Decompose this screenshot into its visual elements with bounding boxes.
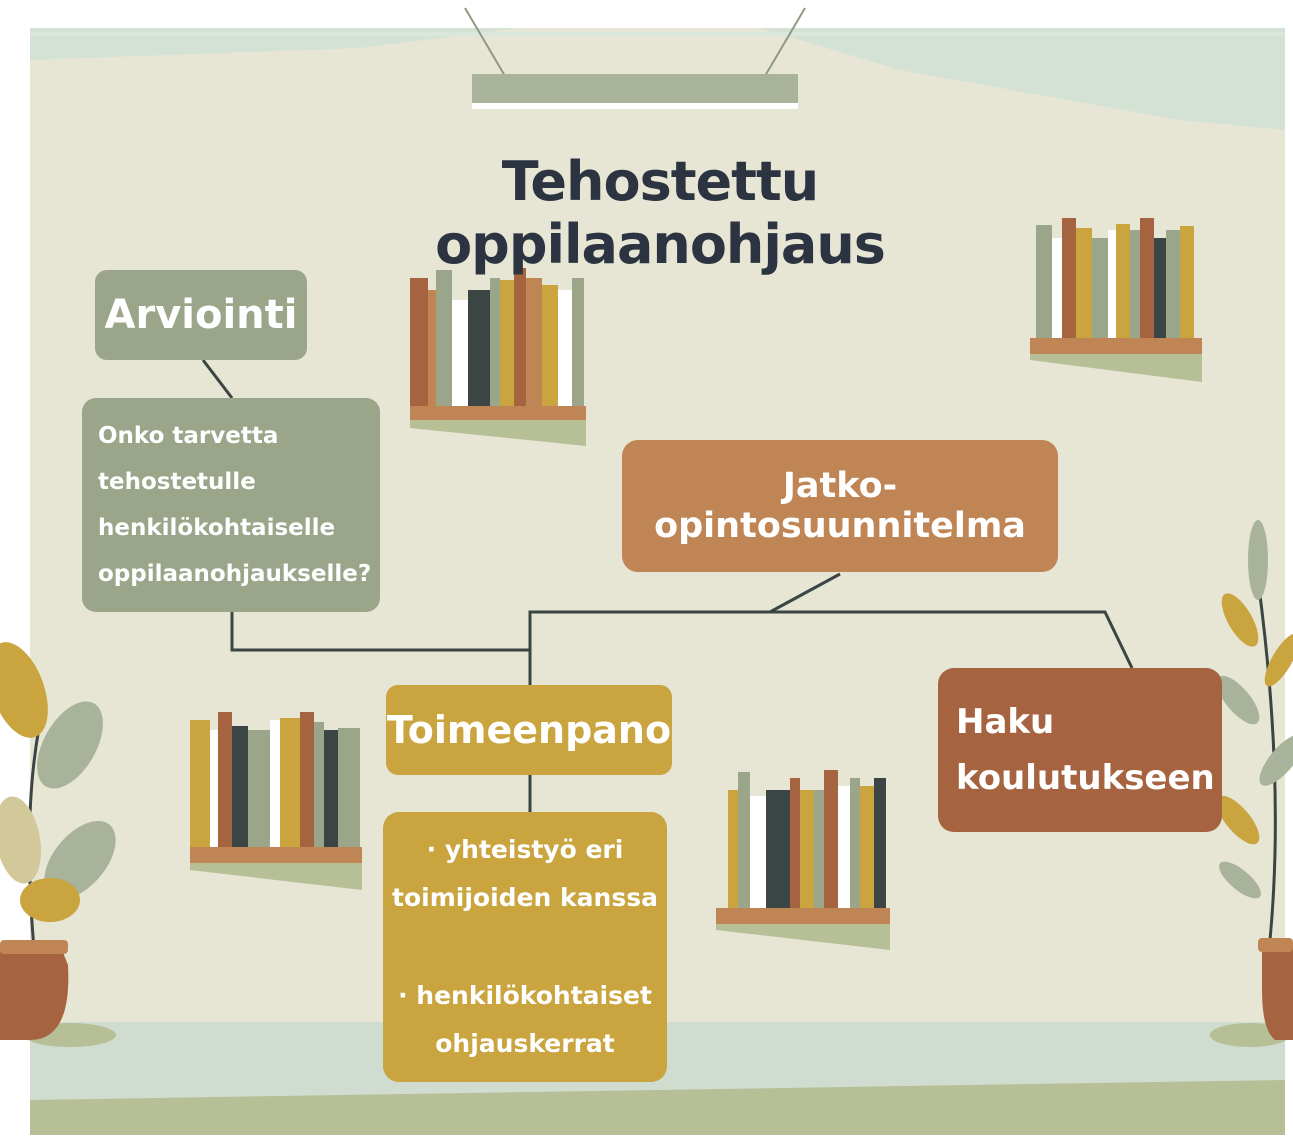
plant-left <box>0 642 116 1047</box>
slide-title: Tehostettu oppilaanohjaus <box>435 150 886 276</box>
lamp-cord-left <box>464 7 506 77</box>
node-jatko-opintosuunnitelma: Jatko-opintosuunnitelma <box>622 440 1058 572</box>
floor-shade <box>30 1080 1285 1143</box>
bookshelf-1 <box>410 268 586 446</box>
ceiling-lamp <box>472 74 798 104</box>
lamp-cord-right <box>764 7 806 77</box>
ceiling-lamp-light <box>472 103 798 109</box>
floor-edge <box>30 1135 1285 1143</box>
node-toimeenpano-details: · yhteistyö eri toimijoiden kanssa · hen… <box>383 812 667 1082</box>
toimeenpano-item-yhteistyo: · yhteistyö eri toimijoiden kanssa <box>392 835 658 912</box>
plant-right <box>1210 520 1293 1047</box>
bookshelf-3 <box>190 712 362 890</box>
node-haku-koulutukseen: Haku koulutukseen <box>938 668 1222 832</box>
node-arviointi: Arviointi <box>95 270 307 360</box>
bookshelf-4 <box>716 770 890 950</box>
upper-band-right <box>760 28 1285 130</box>
node-toimeenpano: Toimeenpano <box>386 685 672 775</box>
bookshelf-2 <box>1030 218 1202 382</box>
toimeenpano-item-ohjauskerrat: · henkilökohtaiset ohjauskerrat <box>398 981 652 1058</box>
node-arviointi-question: Onko tarvetta tehostetulle henkilökohtai… <box>82 398 380 612</box>
upper-band-mid <box>30 32 1285 36</box>
